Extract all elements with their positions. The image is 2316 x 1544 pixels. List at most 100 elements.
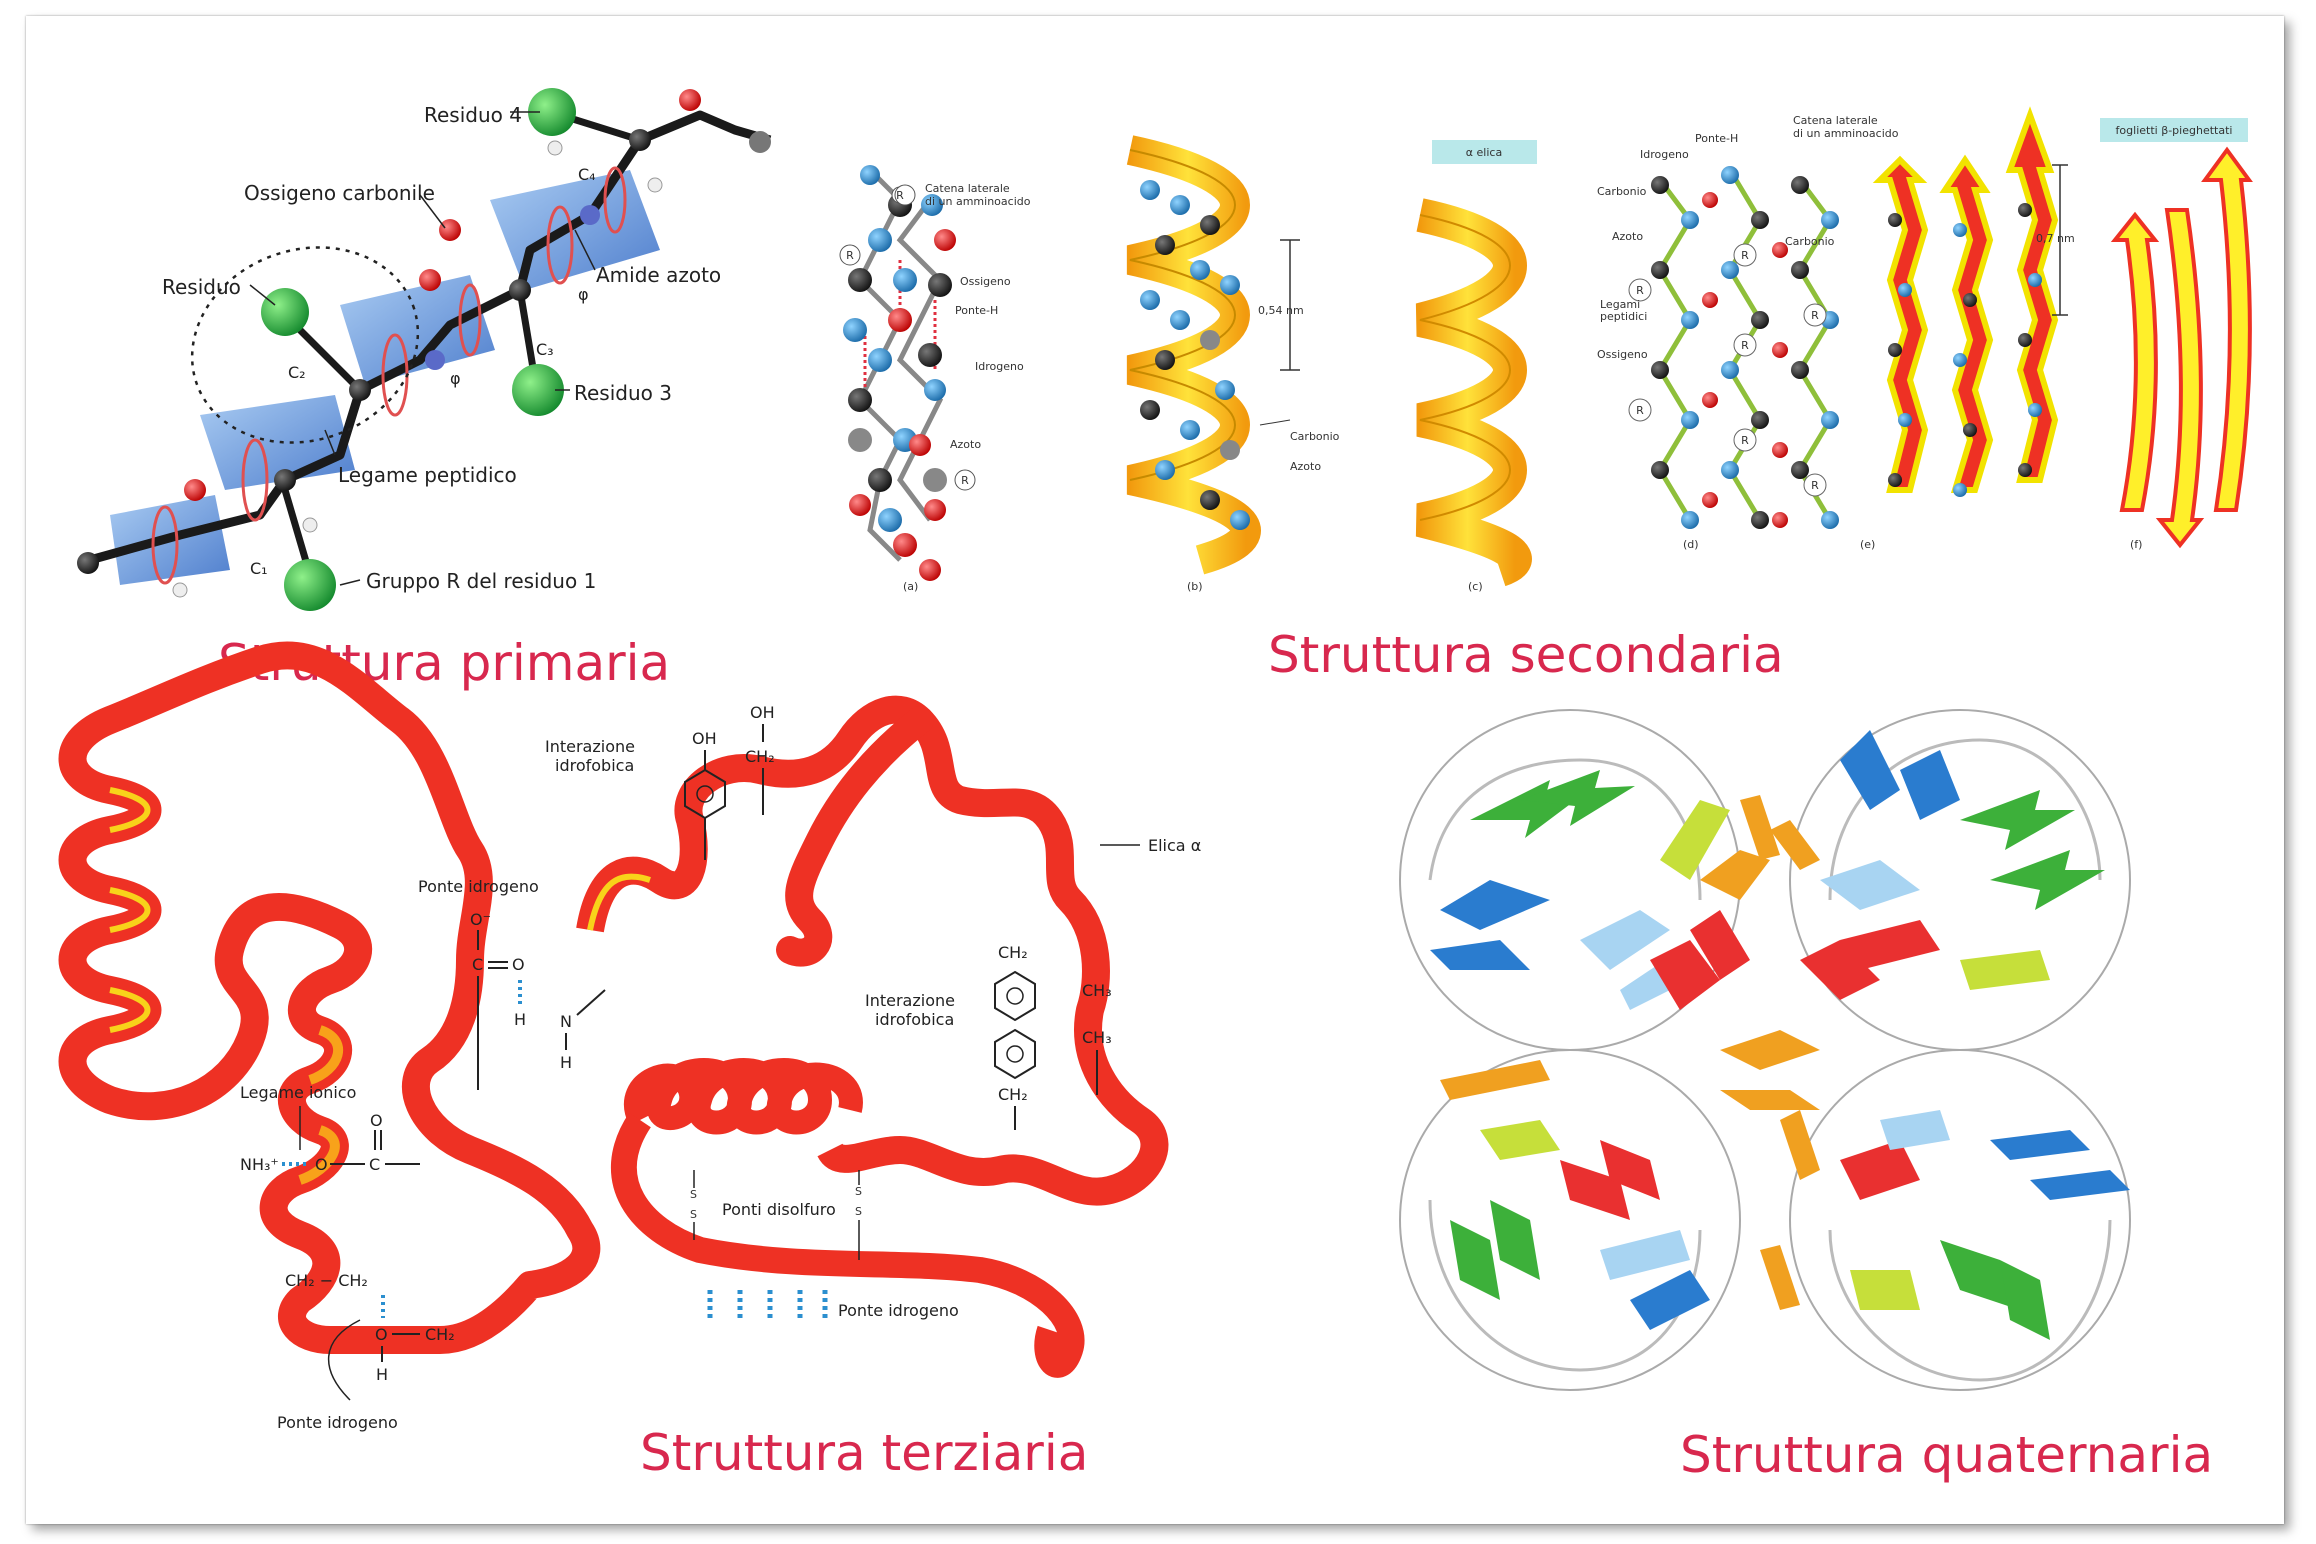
r-label: R xyxy=(961,474,969,487)
r-group-marker xyxy=(839,244,861,266)
nitrogen-atom xyxy=(893,268,917,292)
red-strand xyxy=(1690,910,1750,980)
subunit-outline xyxy=(1399,1049,1741,1391)
label-ponte-idrogeno-2: Ponte idrogeno xyxy=(838,1301,959,1320)
atom xyxy=(1721,361,1739,379)
nitrogen-atom xyxy=(580,205,600,225)
beta-sheets-tag xyxy=(2100,118,2248,142)
atom xyxy=(1953,223,1967,237)
oxygen-atom xyxy=(1772,442,1788,458)
carbon-atom xyxy=(918,343,942,367)
atom xyxy=(1791,176,1809,194)
atom xyxy=(1791,361,1809,379)
tertiary-upper-loop xyxy=(576,695,1169,1206)
atom xyxy=(1821,511,1839,529)
green-strand xyxy=(1520,770,1635,826)
green-strand xyxy=(1940,1240,2020,1310)
backbone-chain xyxy=(88,110,772,565)
oxygen-atom xyxy=(1702,492,1718,508)
label-dist-07: 0,7 nm xyxy=(2036,232,2075,245)
title-struttura-secondaria: Struttura secondaria xyxy=(1268,626,1784,684)
label-ch2-bottom: CH₂ xyxy=(425,1325,455,1344)
green-r-group-atom xyxy=(528,88,576,136)
backbone-chain xyxy=(1797,178,1834,522)
r-group-marker xyxy=(1733,243,1757,267)
atom xyxy=(2018,463,2032,477)
label-c4: C₄ xyxy=(578,165,596,184)
label-o-2: O xyxy=(315,1155,328,1174)
oxygen-atom xyxy=(679,89,701,111)
oxygen-atom xyxy=(1702,292,1718,308)
carbon-atom xyxy=(509,279,531,301)
label-catena-laterale: Catena laterale xyxy=(925,182,1010,195)
blue-strand xyxy=(2030,1170,2130,1200)
green-r-group-atom xyxy=(284,559,336,611)
atom xyxy=(1721,166,1739,184)
label-s-3: S xyxy=(855,1185,862,1198)
label-catena-laterale-d: Catena laterale xyxy=(1793,114,1878,127)
panel-f-beta-sheets-ribbon: foglietti β-pieghettati (f) xyxy=(2100,118,2253,551)
atom xyxy=(1230,510,1250,530)
atom xyxy=(1751,411,1769,429)
helix-ribbon-edge xyxy=(1129,149,1236,481)
label-o-4: O xyxy=(375,1325,388,1344)
carbon-atom xyxy=(923,468,947,492)
label-c3: C₃ xyxy=(536,340,554,359)
label-azoto-b: Azoto xyxy=(1290,460,1321,473)
label-ossigeno-carbonile: Ossigeno carbonile xyxy=(244,181,435,205)
atom xyxy=(1651,261,1669,279)
yellow-helix-ribbon xyxy=(1126,135,1261,575)
label-ch2-top: CH₂ xyxy=(745,747,775,766)
benzene-ring-inner xyxy=(1006,987,1024,1005)
atom xyxy=(1721,261,1739,279)
atom xyxy=(1681,411,1699,429)
rotation-arrow xyxy=(241,438,269,522)
label-azoto: Azoto xyxy=(950,438,981,451)
label-residuo-3: Residuo 3 xyxy=(574,381,672,405)
beta-sheet-arrow xyxy=(2155,208,2205,549)
yellow-green-strand xyxy=(1480,1120,1560,1160)
label-s-4: S xyxy=(855,1205,862,1218)
atom xyxy=(1155,350,1175,370)
r-label: R xyxy=(1741,434,1749,447)
carbon-atom xyxy=(868,468,892,492)
nitrogen-atom xyxy=(924,379,946,401)
coil-ribbon xyxy=(1828,1219,2112,1382)
label-c2: C₂ xyxy=(288,363,306,382)
oxygen-atom xyxy=(1772,242,1788,258)
atom xyxy=(1821,211,1839,229)
oxygen-atom xyxy=(1702,392,1718,408)
label-panel-d: (d) xyxy=(1683,538,1699,551)
panel-a-ball-stick-helix: R R R Catena laterale di un amminoacido … xyxy=(839,165,1031,593)
atom xyxy=(1651,461,1669,479)
label-ch2-mid-1: CH₂ xyxy=(998,943,1028,962)
light-blue-strand xyxy=(1580,910,1670,970)
label-residuo: Residuo xyxy=(162,275,241,299)
residue-dotted-outline xyxy=(190,246,420,444)
atom xyxy=(1681,311,1699,329)
green-strand xyxy=(1470,780,1585,838)
atom xyxy=(1140,290,1160,310)
leader-line xyxy=(419,194,446,229)
subunit-bottom-left xyxy=(1399,1049,1741,1391)
benzene-ring-inner xyxy=(696,785,714,803)
alpha-helix-tag xyxy=(1432,140,1537,164)
atom xyxy=(1898,413,1912,427)
oxygen-atom xyxy=(919,559,941,581)
tertiary-red-chain xyxy=(58,641,601,1354)
beta-sheet-arrow xyxy=(2110,211,2160,512)
label-idrogeno: Idrogeno xyxy=(975,360,1024,373)
oxygen-atom xyxy=(1772,512,1788,528)
label-idrofobica: idrofobica xyxy=(555,756,634,775)
atom xyxy=(1721,461,1739,479)
atom xyxy=(1888,343,1902,357)
atom xyxy=(1651,176,1669,194)
label-ch3-2: CH₃ xyxy=(1082,1028,1112,1047)
label-ponte-idrogeno-3: Ponte idrogeno xyxy=(277,1413,398,1432)
subunit-top-left xyxy=(1399,709,1770,1051)
panel-b-ribbon-helix-with-atoms: 0,54 nm Carbonio Azoto (b) xyxy=(1126,135,1340,593)
r-label: R xyxy=(1741,339,1749,352)
orange-strand xyxy=(1740,795,1780,860)
carbon-atom xyxy=(848,268,872,292)
oxygen-atom xyxy=(439,219,461,241)
